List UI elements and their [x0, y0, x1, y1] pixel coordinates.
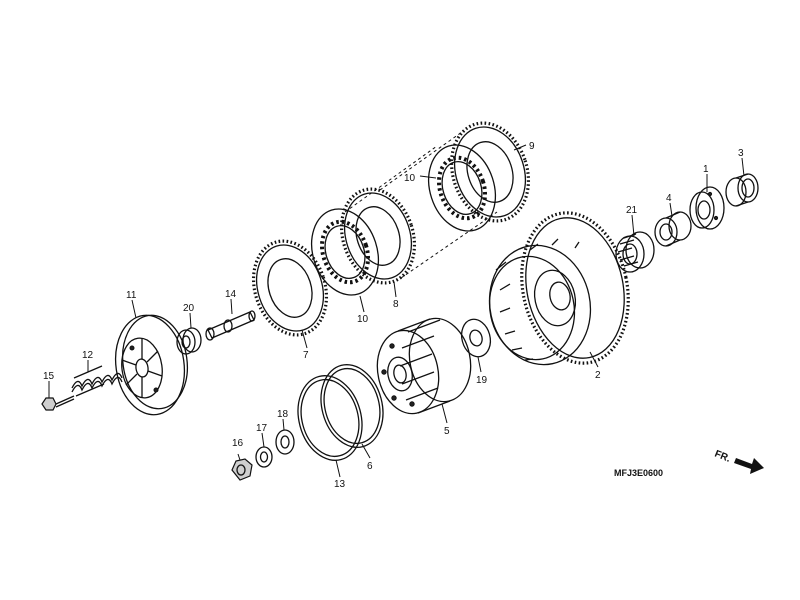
washer-18 — [275, 429, 295, 455]
bolt-15 — [41, 395, 75, 411]
needle-bearing-21 — [615, 231, 655, 273]
collar-4 — [654, 211, 692, 247]
lock-nut-16 — [231, 458, 253, 481]
part-label-20: 20 — [183, 303, 195, 314]
lifter-rod-14 — [205, 310, 256, 341]
part-label-19: 19 — [476, 375, 488, 386]
clutch-center-5 — [376, 317, 472, 415]
front-direction-label: FR. — [713, 449, 732, 465]
part-label-18: 18 — [277, 409, 289, 420]
oil-pump-drive-1 — [689, 186, 725, 230]
part-label-4: 4 — [666, 193, 672, 204]
part-label-2: 2 — [595, 370, 601, 381]
guide-lines — [344, 131, 498, 279]
part-label-21: 21 — [626, 205, 638, 216]
front-arrow-icon — [734, 458, 764, 474]
clutch-plate-10-rear — [428, 144, 496, 232]
friction-disc-8 — [339, 187, 417, 285]
bushing-3 — [725, 173, 759, 207]
part-label-11: 11 — [126, 290, 137, 301]
part-number-labels: 1 2 3 4 5 6 7 8 9 10 10 11 12 13 14 15 1… — [43, 141, 744, 490]
part-label-9: 9 — [529, 141, 535, 152]
part-label-16: 16 — [232, 438, 244, 449]
leader-lines — [48, 144, 745, 478]
part-label-14: 14 — [225, 289, 237, 300]
thrust-washer-19 — [460, 318, 492, 358]
part-label-7: 7 — [303, 350, 309, 361]
clutch-plate-10-front — [311, 208, 379, 296]
part-label-8: 8 — [393, 299, 399, 310]
part-label-6: 6 — [367, 461, 373, 472]
friction-disc-7 — [251, 239, 329, 337]
lock-washer-17 — [255, 446, 273, 468]
part-label-15: 15 — [43, 371, 55, 382]
friction-disc-9 — [449, 121, 531, 223]
part-label-10-rear: 10 — [404, 173, 416, 184]
part-label-13: 13 — [334, 479, 346, 490]
part-label-17: 17 — [256, 423, 268, 434]
front-direction-indicator: FR. — [713, 449, 764, 474]
part-label-12: 12 — [82, 350, 94, 361]
diagram-code: MFJ3E0600 — [614, 468, 663, 478]
pressure-plate-11 — [114, 314, 189, 416]
spring-seat-6 — [320, 364, 384, 448]
clutch-outer-2 — [488, 211, 630, 366]
part-label-1: 1 — [703, 164, 709, 175]
clutch-spring-12 — [71, 365, 123, 397]
part-label-10-front: 10 — [357, 314, 369, 325]
part-label-3: 3 — [738, 148, 744, 159]
judder-spring-13 — [297, 375, 363, 461]
bearing-20 — [176, 327, 202, 355]
part-label-5: 5 — [444, 426, 450, 437]
